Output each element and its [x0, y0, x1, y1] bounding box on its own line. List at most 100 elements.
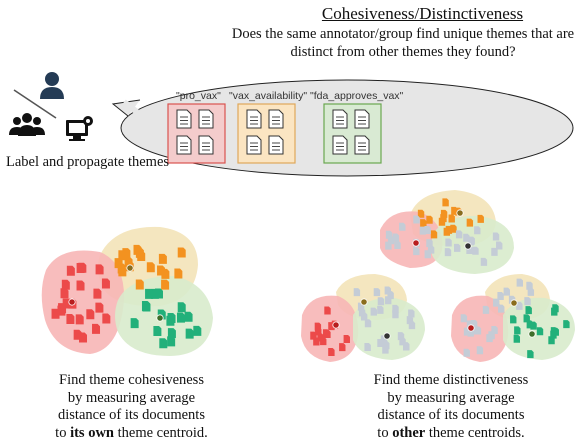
- guiding-question: Does the same annotator/group find uniqu…: [231, 26, 575, 60]
- orange-doc-icon: [174, 268, 183, 279]
- grey-doc-icon: [377, 339, 384, 348]
- grey-doc-icon: [382, 345, 389, 354]
- grey-doc-icon: [413, 215, 420, 224]
- orange-doc-icon: [466, 218, 474, 227]
- red-doc-icon: [76, 280, 85, 291]
- document-icon: [198, 135, 214, 155]
- caption-line: Find theme distinctiveness: [373, 372, 529, 388]
- red-doc-icon: [314, 322, 322, 331]
- green-doc-icon: [526, 320, 534, 329]
- orange-doc-icon: [440, 209, 448, 218]
- red-doc-icon: [328, 348, 335, 357]
- distinctiveness-caption: Find theme distinctiveness by measuring …: [326, 372, 576, 442]
- orange-centroid: [126, 264, 134, 272]
- theme-label-fda-approves-vax: "fda_approves_vax": [310, 90, 404, 102]
- green-doc-icon: [550, 330, 557, 339]
- grey-doc-icon: [394, 241, 401, 250]
- document-icon: [176, 135, 192, 155]
- grey-doc-icon: [516, 278, 524, 287]
- grey-doc-icon: [384, 286, 392, 295]
- caption-line: by measuring average: [67, 389, 196, 406]
- orange-doc-icon: [442, 198, 449, 207]
- centroids: [68, 209, 536, 340]
- red-doc-icon: [92, 323, 101, 334]
- orange-doc-icon: [438, 217, 446, 226]
- green-doc-icon: [167, 312, 176, 323]
- grey-doc-icon: [364, 319, 372, 328]
- red-doc-icon: [95, 302, 104, 313]
- orange-doc-icon: [451, 206, 458, 215]
- green-doc-icon: [167, 336, 176, 347]
- green-doc-icon: [176, 312, 185, 323]
- grey-doc-icon: [496, 241, 503, 250]
- cohesiveness-caption: Find theme cohesiveness by measuring ave…: [14, 372, 249, 442]
- red-doc-icon: [322, 329, 330, 338]
- red-doc-icon: [93, 288, 102, 299]
- group-icon: [9, 113, 45, 136]
- grey-doc-icon: [445, 238, 452, 247]
- grey-doc-icon: [480, 257, 488, 266]
- theme-box-pro-vax: [167, 103, 226, 164]
- grey-doc-icon: [463, 348, 470, 357]
- orange-doc-icon: [426, 215, 433, 224]
- grey-doc-icon: [472, 246, 479, 255]
- grey-doc-icon: [413, 247, 420, 256]
- grey-doc-icon: [482, 305, 490, 314]
- red-doc-icon: [324, 306, 331, 315]
- diagram-title: Cohesiveness/Distinctiveness: [321, 4, 524, 23]
- theme-label-vax-availability: "vax_availability": [229, 90, 308, 102]
- red-centroid: [467, 324, 475, 332]
- caption-line: by measuring average: [387, 389, 515, 406]
- red-doc-icon: [95, 264, 104, 275]
- grey-doc-icon: [399, 222, 406, 231]
- green-doc-icon: [177, 302, 186, 313]
- red-doc-icon: [76, 262, 85, 273]
- document-icon: [246, 135, 262, 155]
- red-doc-icon: [310, 331, 317, 340]
- grey-doc-icon: [399, 337, 406, 346]
- grey-doc-icon: [455, 230, 463, 239]
- red-doc-icon: [66, 265, 75, 276]
- green-doc-icon: [536, 327, 544, 336]
- orange-doc-icon: [448, 214, 455, 223]
- grey-doc-icon: [408, 321, 416, 330]
- red-doc-icon: [343, 334, 350, 343]
- grey-doc-icon: [444, 248, 452, 257]
- grey-doc-icon: [392, 304, 399, 313]
- grey-doc-icon: [503, 287, 510, 296]
- grey-doc-icon: [387, 236, 395, 245]
- grey-doc-icon: [364, 343, 371, 352]
- green-doc-icon: [184, 311, 193, 322]
- grey-doc-icon: [460, 314, 468, 323]
- orange-doc-icon: [477, 214, 484, 223]
- red-centroid: [412, 239, 420, 247]
- grey-doc-icon: [491, 326, 498, 335]
- document-icon: [176, 109, 192, 129]
- theme-label-pro-vax: "pro_vax": [176, 90, 221, 102]
- red-doc-icon: [320, 337, 327, 346]
- orange-doc-icon: [420, 219, 427, 228]
- grey-doc-icon: [527, 287, 535, 296]
- green-doc-icon: [193, 325, 202, 336]
- theme-box-fda-approves-vax: [323, 103, 382, 164]
- grey-doc-icon: [408, 309, 415, 318]
- caption-line: Find theme cohesiveness: [59, 372, 204, 388]
- grey-doc-icon: [373, 288, 381, 297]
- green-doc-icon: [527, 350, 534, 359]
- document-icon: [332, 135, 348, 155]
- annotator-person-icon: [40, 72, 64, 99]
- document-icon: [354, 109, 370, 129]
- green-doc-icon: [551, 307, 558, 316]
- grey-doc-icon: [377, 297, 385, 306]
- red-doc-icon: [58, 303, 67, 314]
- grey-doc-icon: [419, 226, 427, 235]
- orange-doc-icon: [161, 279, 170, 290]
- grey-doc-icon: [426, 239, 433, 248]
- red-doc-icon: [60, 288, 69, 299]
- grey-doc-icon: [377, 305, 384, 314]
- orange-doc-icon: [158, 253, 167, 264]
- green-doc-icon: [153, 325, 162, 336]
- red-doc-icon: [86, 309, 95, 320]
